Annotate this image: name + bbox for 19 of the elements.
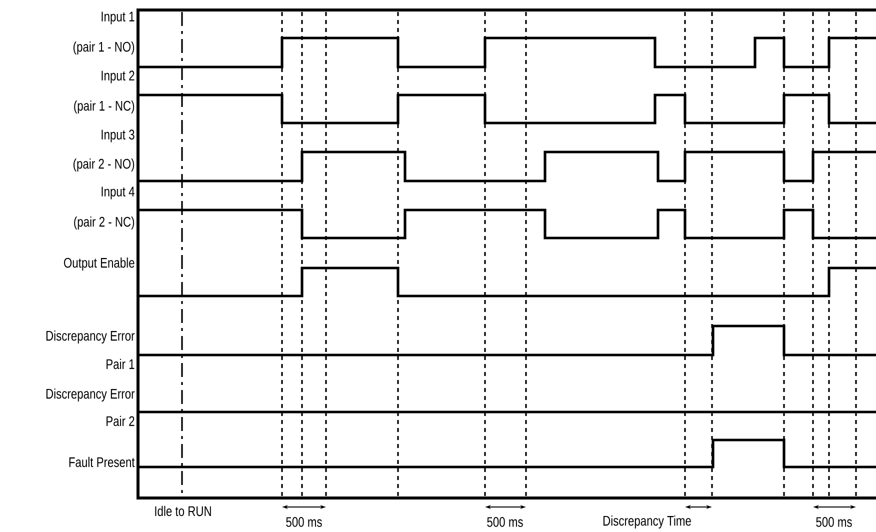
signal-label: Discrepancy Error [46,330,135,344]
signal-label: (pair 2 - NO) [74,158,134,172]
signal-label: (pair 2 - NC) [74,216,134,230]
signal-label: (pair 1 - NC) [74,100,134,114]
signal-label: Input 4 [102,186,134,200]
signal-label: Discrepancy Error [46,388,135,402]
signal-label: Pair 1 [106,358,134,370]
signal-label: Input 3 [102,130,134,142]
signal-label: Fault Present [69,456,135,468]
signal-label: Output Enable [64,258,134,270]
time-label: Idle to RUN [155,506,211,516]
signal-label: Input 1 [102,12,134,24]
signal-label: (pair 1 - NO) [74,42,134,54]
signal-label: Pair 2 [106,416,134,426]
time-label: 500 ms [816,517,852,527]
time-label: 500 ms [286,517,322,527]
time-label: 500 ms [487,517,523,527]
time-label: Discrepancy Time [604,516,691,528]
signal-label: Input 2 [102,70,134,84]
